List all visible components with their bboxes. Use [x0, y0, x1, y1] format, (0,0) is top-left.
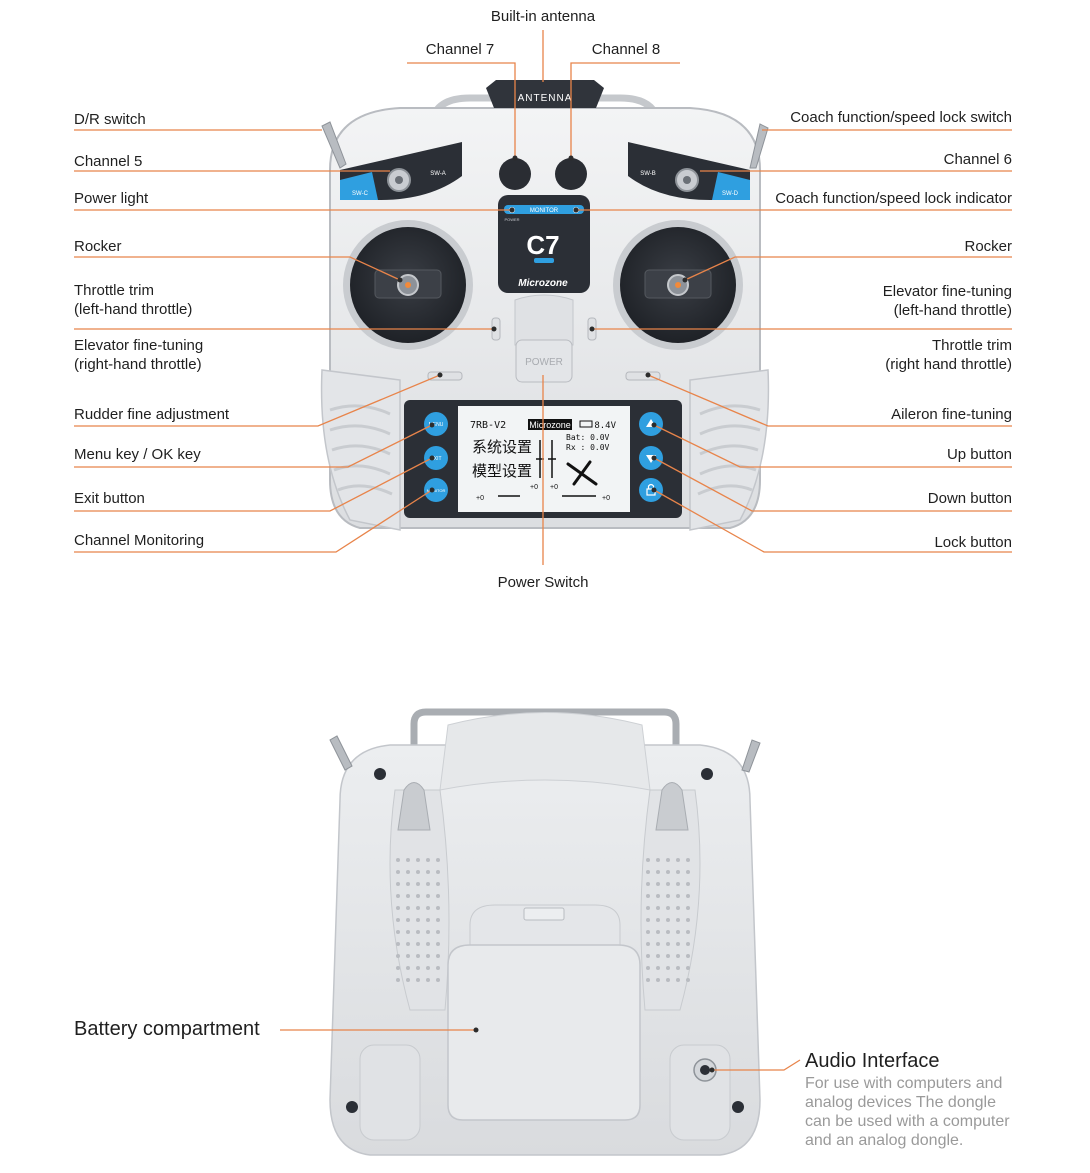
front-leader-lines — [74, 30, 1012, 565]
channel-7-knob[interactable] — [499, 158, 531, 190]
power-button[interactable] — [515, 339, 573, 383]
back-leader-lines — [280, 1029, 801, 1071]
label-menu-key: Menu key / OK key — [74, 446, 201, 463]
menu-ok-button[interactable] — [424, 412, 448, 436]
lcd-trim-3: +0 — [550, 484, 558, 491]
label-down-button: Down button — [927, 490, 1012, 507]
label-coach-switch: Coach function/speed lock switch — [790, 109, 1012, 126]
sw-a-text: SW-A — [430, 171, 446, 177]
label-rudder-adjustment: Rudder fine adjustment — [74, 406, 230, 423]
label-throttle-trim-left: Throttle trim (left-hand throttle) — [74, 282, 193, 318]
label-elevator-tuning-left: Elevator fine-tuning (left-hand throttle… — [882, 283, 1012, 319]
model-text: C7 — [526, 230, 559, 260]
label-channel-monitoring: Channel Monitoring — [74, 532, 205, 549]
sw-c-badge — [340, 172, 378, 200]
front-display-panel — [498, 195, 590, 293]
lcd-trim-2: +0 — [530, 484, 538, 491]
label-channel-6: Channel 6 — [943, 151, 1012, 168]
label-up-button: Up button — [946, 446, 1012, 463]
label-power-switch: Power Switch — [497, 574, 589, 591]
monitor-bar — [504, 205, 584, 214]
lock-button[interactable] — [639, 478, 663, 502]
sw-c-text: SW-C — [352, 191, 369, 197]
label-power-light: Power light — [74, 190, 149, 207]
lcd-line1: 7RB-V2 — [470, 420, 506, 431]
audio-interface-description: For use with computers and analog device… — [805, 1075, 1010, 1149]
lcd-trim-1: +0 — [476, 495, 484, 502]
menu-btn-text: MENU — [429, 422, 444, 428]
label-channel-8: Channel 8 — [591, 41, 661, 58]
channel-monitor-button[interactable] — [424, 478, 448, 502]
front-transmitter: ANTENNA SW-C SW-D SW-A SW-B MONITOR POWE… — [320, 80, 770, 531]
power-button-text: POWER — [525, 357, 563, 368]
back-transmitter — [329, 708, 761, 1156]
label-channel-7: Channel 7 — [425, 41, 495, 58]
monitor-btn-text: MONITOR — [427, 488, 446, 493]
lcd-bat: Bat: 0.0V — [566, 433, 610, 442]
speaker-grille-left — [396, 858, 440, 982]
lcd-trim-4: +0 — [602, 495, 610, 502]
sw-d-text: SW-D — [722, 191, 739, 197]
label-built-in-antenna: Built-in antenna — [490, 8, 596, 25]
label-channel-5: Channel 5 — [74, 153, 143, 170]
lcd-menu-system: 系统设置 — [472, 439, 532, 456]
sw-d-badge — [712, 172, 750, 200]
coach-switch-lever[interactable] — [749, 123, 769, 169]
label-coach-indicator: Coach function/speed lock indicator — [775, 190, 1012, 207]
label-exit-button: Exit button — [74, 490, 145, 507]
exit-btn-text: EXIT — [430, 456, 441, 462]
battery-compartment-cover[interactable] — [447, 944, 641, 1121]
label-lock-button: Lock button — [934, 534, 1012, 551]
channel-8-knob[interactable] — [555, 158, 587, 190]
label-battery-compartment: Battery compartment — [74, 1018, 260, 1040]
front-leader-dots — [397, 155, 688, 493]
label-audio-interface: Audio Interface — [805, 1050, 940, 1072]
aileron-trim[interactable] — [625, 371, 661, 381]
lcd-voltage: 8.4V — [594, 421, 616, 431]
antenna-badge-text: ANTENNA — [518, 93, 573, 104]
label-rocker-left: Rocker — [74, 238, 122, 255]
dr-switch-lever[interactable] — [321, 121, 347, 169]
label-dr-switch: D/R switch — [74, 111, 146, 128]
sw-b-text: SW-B — [640, 171, 656, 177]
lcd-rx: Rx : 0.0V — [566, 443, 610, 452]
lcd-plane-icon — [566, 460, 598, 486]
label-aileron-tuning: Aileron fine-tuning — [891, 406, 1012, 423]
monitor-text: MONITOR — [530, 208, 559, 214]
brand-text: Microzone — [518, 278, 568, 289]
lcd-brand: Microzone — [529, 420, 571, 430]
lcd-menu-model: 模型设置 — [472, 463, 532, 480]
label-elevator-tuning-right: Elevator fine-tuning (right-hand throttl… — [74, 337, 204, 373]
rudder-trim[interactable] — [427, 371, 463, 381]
speaker-grille-right — [646, 858, 690, 982]
label-throttle-trim-right: Throttle trim (right hand throttle) — [885, 337, 1012, 373]
power-small-text: POWER — [504, 217, 519, 222]
exit-button[interactable] — [424, 446, 448, 470]
label-rocker-right: Rocker — [964, 238, 1012, 255]
